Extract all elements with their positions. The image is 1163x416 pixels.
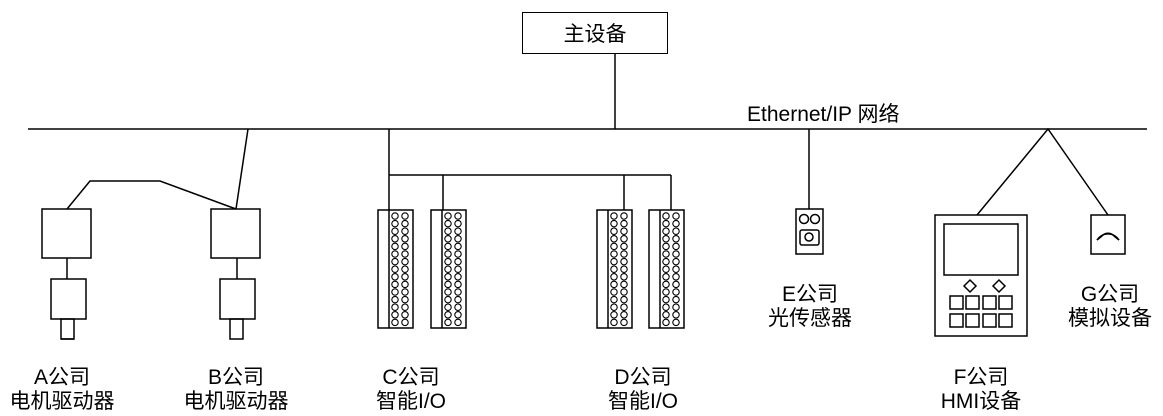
device-c-type: 智能I/O xyxy=(375,390,447,413)
device-g-label: G公司 模拟设备 xyxy=(1068,283,1152,331)
motor-drive-b-icon xyxy=(210,208,261,340)
gauge-icon xyxy=(1090,214,1126,255)
device-g-company: G公司 xyxy=(1080,283,1140,306)
device-b-type: 电机驱动器 xyxy=(183,390,289,413)
device-g-type: 模拟设备 xyxy=(1068,307,1152,330)
device-f-label: F公司 HMI设备 xyxy=(941,366,1022,414)
master-device-label: 主设备 xyxy=(563,23,627,46)
device-b-company: B公司 xyxy=(207,366,264,389)
motor-drive-link-cable xyxy=(66,180,237,210)
motor-drive-b-drop xyxy=(235,128,249,210)
terminal-block-icon xyxy=(648,209,685,329)
device-b-label: B公司 电机驱动器 xyxy=(184,366,289,414)
motor-drive-a-icon xyxy=(41,208,92,340)
device-d-type: 智能I/O xyxy=(607,390,679,413)
photo-sensor-icon xyxy=(795,208,824,255)
device-f-type: HMI设备 xyxy=(940,390,1022,413)
device-d-label: D公司 智能I/O xyxy=(608,366,678,414)
device-e-company: E公司 xyxy=(781,283,838,306)
device-c-company: C公司 xyxy=(382,366,440,389)
device-e-label: E公司 光传感器 xyxy=(768,283,852,331)
hmi-analog-branch xyxy=(976,127,1109,216)
device-a-label: A公司 电机驱动器 xyxy=(10,366,115,414)
terminal-block-icon xyxy=(596,209,633,329)
network-label: Ethernet/IP 网络 xyxy=(747,103,900,126)
device-a-type: 电机驱动器 xyxy=(9,390,115,413)
terminal-block-icon xyxy=(430,209,467,329)
device-d-company: D公司 xyxy=(614,366,672,389)
master-device-box: 主设备 xyxy=(522,12,668,54)
terminal-block-icon xyxy=(377,209,414,329)
device-a-company: A公司 xyxy=(33,366,90,389)
hmi-panel-icon xyxy=(934,214,1028,337)
device-e-type: 光传感器 xyxy=(768,307,852,330)
device-c-label: C公司 智能I/O xyxy=(376,366,446,414)
device-f-company: F公司 xyxy=(953,366,1009,389)
